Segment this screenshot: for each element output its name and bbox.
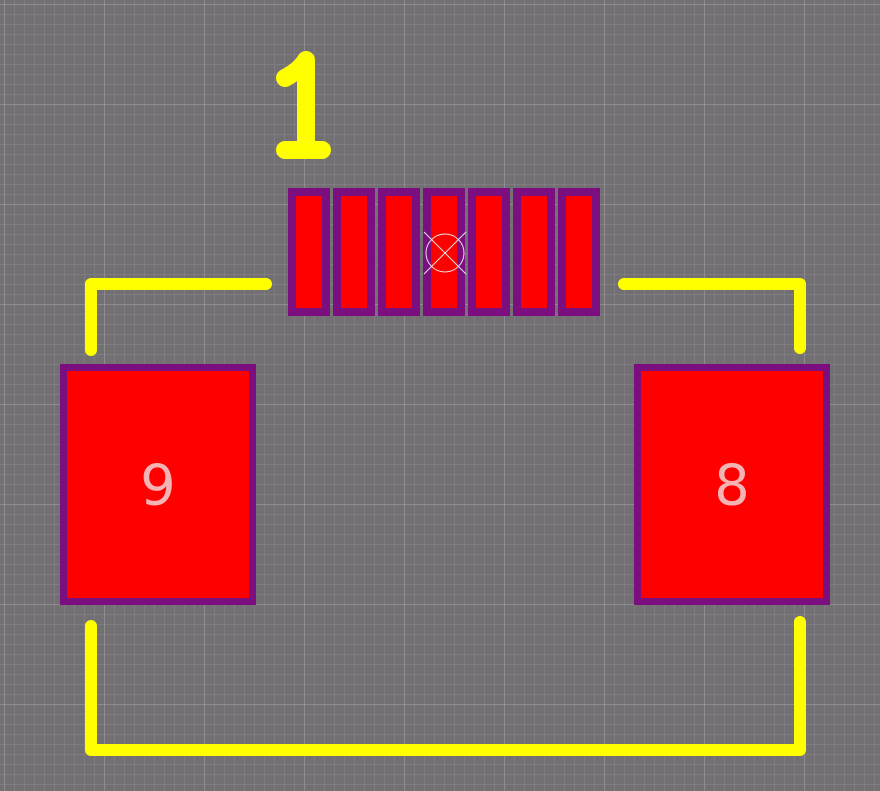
signal-pad-row [288,188,600,316]
signal-pad-7-copper [566,196,592,308]
large-pad-left-label: 9 [140,454,176,519]
pin1-marker [276,51,331,159]
silkscreen-outline [85,278,806,756]
silkscreen-bottom [85,616,806,756]
silkscreen-top-right [618,278,806,354]
crosshair-icon [423,231,467,275]
signal-pad-2-copper [341,196,367,308]
signal-pad-6-copper [521,196,547,308]
large-pad-right-label: 8 [714,454,750,519]
large-pad-right[interactable]: 8 [634,364,830,605]
large-pad-left[interactable]: 9 [60,364,256,605]
large-pad-right-copper [641,371,823,598]
signal-pad-5-copper [476,196,502,308]
signal-pad-3-copper [386,196,412,308]
silkscreen-top-left [85,278,272,356]
large-pad-left-copper [67,371,249,598]
signal-pad-1-copper [296,196,322,308]
